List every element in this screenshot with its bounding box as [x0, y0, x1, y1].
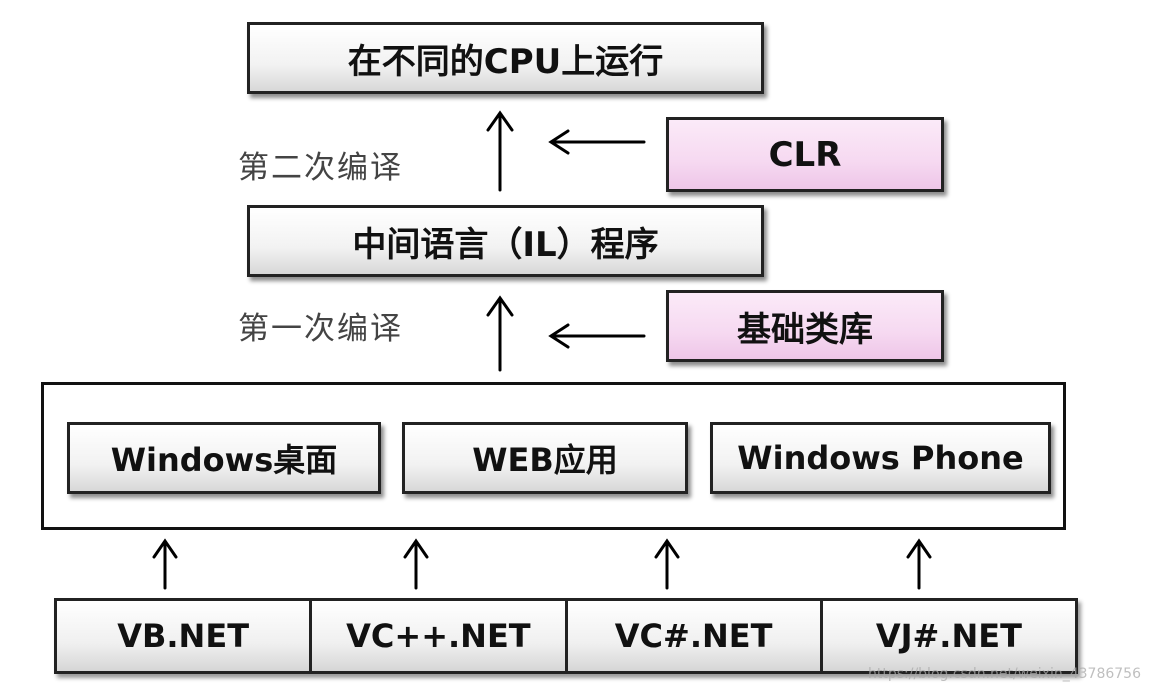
lang-vb-net: VB.NET — [57, 601, 310, 671]
platform-windows-desktop: Windows桌面 — [67, 422, 381, 494]
cpu-run-text: 在不同的CPU上运行 — [347, 41, 664, 82]
arrow-left-from-base-class — [548, 323, 646, 349]
lang-vcsharp-net: VC#.NET — [564, 601, 820, 671]
platform-windows-phone: Windows Phone — [710, 422, 1051, 494]
clr-text: CLR — [768, 134, 842, 175]
arrow-left-from-clr — [548, 129, 646, 155]
arrow-up-vcpp — [403, 538, 429, 590]
arrow-up-vb — [152, 538, 178, 590]
il-program-text: 中间语言（IL）程序 — [352, 224, 659, 265]
lang-vcpp-net: VC++.NET — [309, 601, 565, 671]
watermark-text: https://blog.csdn.net/weixin_43786756 — [867, 666, 1141, 682]
lang-vjsharp-net: VJ#.NET — [819, 601, 1075, 671]
platform-windows-desktop-text: Windows桌面 — [110, 441, 338, 479]
clr-box: CLR — [666, 117, 944, 192]
platform-windows-phone-text: Windows Phone — [737, 439, 1024, 477]
arrow-up-vjsharp — [906, 538, 932, 590]
arrow-up-platform-to-il — [486, 295, 514, 372]
language-row: VB.NET VC++.NET VC#.NET VJ#.NET — [54, 598, 1078, 674]
platform-web-app: WEB应用 — [402, 422, 688, 494]
platform-web-app-text: WEB应用 — [472, 441, 618, 479]
base-class-library-text: 基础类库 — [737, 309, 873, 350]
cpu-run-box: 在不同的CPU上运行 — [247, 22, 764, 94]
arrow-up-il-to-cpu — [486, 110, 514, 192]
il-program-box: 中间语言（IL）程序 — [247, 205, 764, 277]
arrow-up-vcsharp — [654, 538, 680, 590]
base-class-library-box: 基础类库 — [666, 290, 944, 362]
first-compile-label: 第一次编译 — [238, 311, 403, 347]
second-compile-label: 第二次编译 — [238, 150, 403, 186]
